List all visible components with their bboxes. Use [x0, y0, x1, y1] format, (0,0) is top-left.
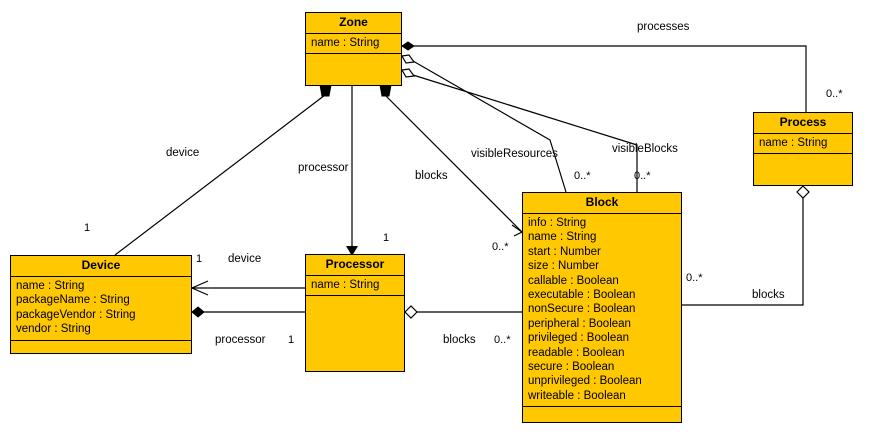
- attribute-row: name : String: [759, 137, 828, 149]
- class-device[interactable]: Device name : String packageName : Strin…: [10, 255, 192, 354]
- edge-label-blocks-upper: blocks: [415, 170, 448, 182]
- edge-label-visible-blocks: visibleBlocks: [612, 143, 678, 155]
- attribute-row: vendor : String: [16, 323, 91, 336]
- attribute-row: secure : Boolean: [528, 361, 615, 374]
- attribute-row: privileged : Boolean: [528, 332, 630, 345]
- class-process-attributes: name : String: [754, 134, 852, 155]
- edge-zone-visibleresources-block: [401, 54, 567, 193]
- multiplicity-block-visibleresources: 0..*: [574, 170, 591, 182]
- edge-processor-device: [190, 280, 305, 296]
- attribute-row: readable : Boolean: [528, 346, 625, 359]
- attribute-row: name : String: [311, 37, 380, 49]
- class-block-attributes: info : String name : String start : Numb…: [523, 214, 681, 408]
- class-device-title: Device: [11, 256, 191, 277]
- class-zone-operations: [306, 54, 401, 85]
- class-processor-attributes: name : String: [306, 276, 404, 297]
- edge-label-visible-resources: visibleResources: [471, 148, 558, 160]
- attribute-row: packageVendor : String: [16, 308, 136, 321]
- edge-label-device-upper: device: [166, 147, 200, 159]
- attribute-row: name : String: [16, 280, 85, 292]
- multiplicity-block-visibleblocks: 0..*: [634, 170, 651, 182]
- attribute-row: peripheral : Boolean: [528, 317, 631, 330]
- edge-label-device-mid: device: [228, 253, 262, 265]
- attribute-row: nonSecure : Boolean: [528, 303, 636, 316]
- class-processor-operations: [306, 296, 404, 371]
- edge-zone-processes-process: [401, 41, 807, 112]
- edge-label-blocks-mid: blocks: [443, 334, 476, 346]
- class-process[interactable]: Process name : String: [753, 112, 853, 186]
- class-device-operations: [11, 341, 191, 353]
- class-block-operations: [523, 407, 681, 422]
- edge-process-blocks-block: [682, 185, 810, 306]
- edge-zone-blocks-block: [379, 84, 524, 237]
- edge-zone-device: [114, 84, 332, 256]
- edge-zone-processor: [346, 86, 358, 256]
- multiplicity-processor-top: 1: [383, 232, 390, 244]
- attribute-row: start : Number: [528, 245, 601, 258]
- class-process-title: Process: [754, 113, 852, 134]
- edge-label-blocks-right: blocks: [752, 289, 785, 301]
- multiplicity-processor-left: 1: [288, 334, 295, 346]
- attribute-row: unprivileged : Boolean: [528, 375, 642, 388]
- attribute-row: name : String: [528, 231, 597, 244]
- edge-label-processes: processes: [637, 21, 690, 33]
- attribute-row: size : Number: [528, 260, 599, 273]
- edge-label-processor-lower: processor: [215, 334, 266, 346]
- class-block-title: Block: [523, 193, 681, 214]
- multiplicity-block-left: 0..*: [492, 241, 509, 253]
- multiplicity-device-top: 1: [84, 222, 91, 234]
- edge-device-processor: [191, 306, 305, 318]
- edge-label-processor-upper: processor: [298, 162, 349, 174]
- edge-zone-visibleblocks-block: [401, 68, 638, 192]
- attribute-row: callable : Boolean: [528, 274, 619, 287]
- edge-processor-blocks-block: [404, 305, 522, 319]
- multiplicity-block-right: 0..*: [686, 272, 703, 284]
- multiplicity-process-top: 0..*: [826, 88, 843, 100]
- class-processor-title: Processor: [306, 255, 404, 276]
- attribute-row: writeable : Boolean: [528, 389, 626, 402]
- class-processor[interactable]: Processor name : String: [305, 254, 405, 372]
- attribute-row: name : String: [311, 279, 380, 291]
- multiplicity-block-processor: 0..*: [494, 334, 511, 346]
- class-process-operations: [754, 154, 852, 185]
- class-zone-title: Zone: [306, 13, 401, 34]
- attribute-row: packageName : String: [16, 294, 130, 307]
- class-zone[interactable]: Zone name : String: [305, 12, 402, 86]
- multiplicity-device-right: 1: [196, 253, 203, 265]
- class-zone-attributes: name : String: [306, 34, 401, 55]
- attribute-row: executable : Boolean: [528, 289, 636, 302]
- attribute-row: info : String: [528, 217, 587, 229]
- class-device-attributes: name : String packageName : String packa…: [11, 277, 191, 341]
- class-block[interactable]: Block info : String name : String start …: [522, 192, 682, 423]
